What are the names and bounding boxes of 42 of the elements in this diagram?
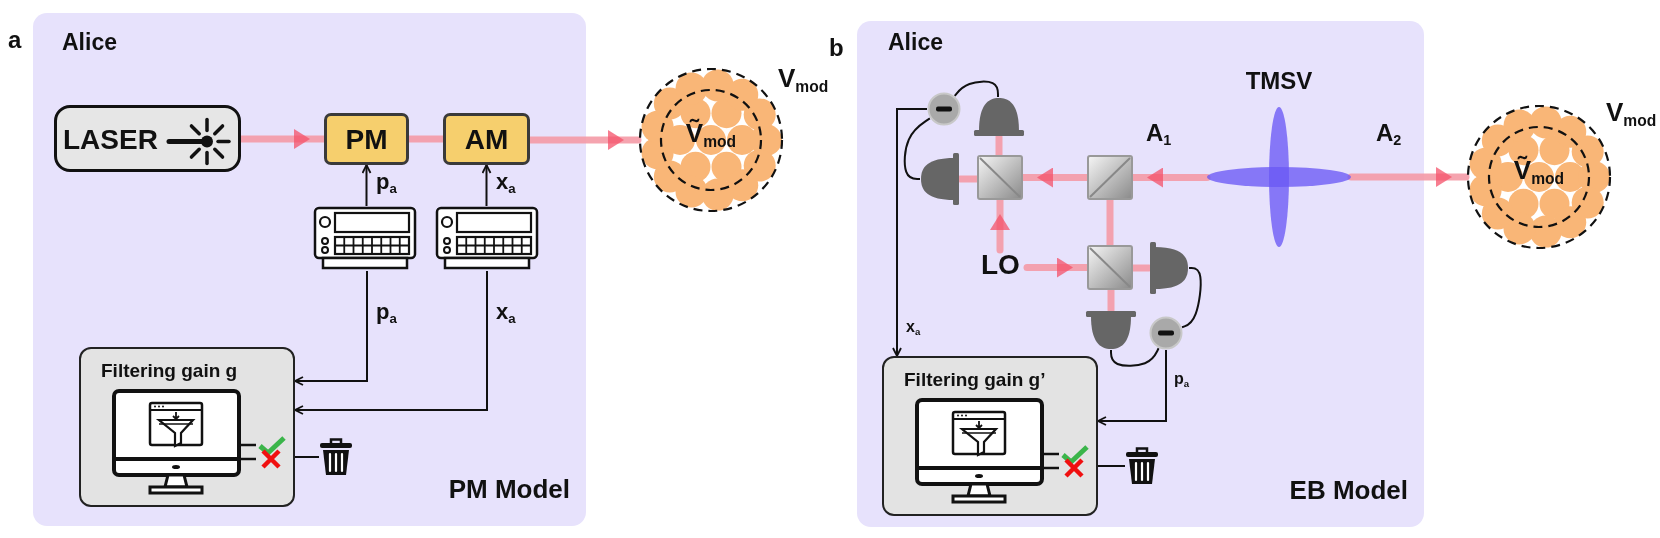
variance-label: V$_{mod}$ [1606,98,1657,127]
signal-line [294,270,488,415]
box-label: AM [464,125,509,156]
light-beam [1347,167,1470,187]
box-label: PM [345,125,388,156]
signal-line [294,270,368,386]
signal-line [1097,349,1167,426]
signal-line [361,164,372,207]
modulator-box [443,113,530,165]
edge-label: p$_{a}$ [1174,370,1190,388]
panel-background [857,21,1424,527]
edge-label: p$_{a}$ [376,170,397,195]
signal-line [294,456,320,458]
panel-letter: b [829,35,844,62]
edge-label: A$_{2}$ [1376,120,1402,147]
variance-label: V$_{mod}$ [778,64,829,93]
computer-panel [79,347,295,507]
panel-title: Alice [62,30,117,56]
wire [903,117,931,180]
panel-title: Filtering gain g [101,361,238,382]
panel-title: Alice [888,30,943,56]
panel-background [33,13,586,526]
source-label: LO [981,250,1020,281]
edge-label: p$_{a}$ [376,300,397,325]
panel-title: Filtering gain g’ [904,370,1046,391]
model-label: PM Model [448,475,570,504]
modulator-box [324,113,409,165]
edge-label: x$_{a}$ [496,300,516,325]
box-label: LASER [63,125,158,156]
panel-letter: a [8,27,22,54]
lens-label: TMSV [1245,68,1313,95]
edge-label: x$_{a}$ [496,170,516,195]
signal-line [1097,465,1126,467]
signal-line [892,108,928,357]
model-label: EB Model [1289,476,1408,505]
signal-line [481,164,492,207]
wire [953,80,999,98]
wire [1110,347,1160,367]
computer-panel [882,356,1098,516]
edge-label: A$_{1}$ [1146,120,1172,147]
edge-label: x$_{a}$ [906,318,921,336]
laser-box [54,105,241,172]
